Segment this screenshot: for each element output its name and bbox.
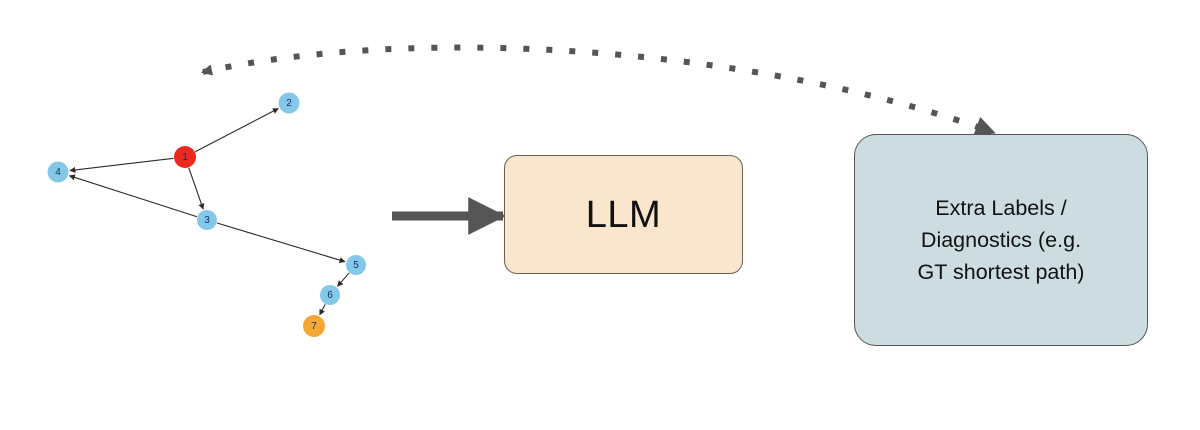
graph-edge-1-4 [69, 157, 174, 173]
graph-edge-1-2 [194, 108, 279, 153]
graph-node-1[interactable] [174, 146, 196, 168]
graph-node-7[interactable] [303, 315, 325, 337]
graph-edge-3-4 [68, 174, 198, 218]
llm-box-label: LLM [585, 193, 662, 236]
diagnostics-box-label: Extra Labels / Diagnostics (e.g. GT shor… [917, 196, 1085, 284]
graph-node-2[interactable] [278, 92, 300, 114]
graph-edge-5-6 [337, 272, 350, 287]
graph-edge-3-5 [216, 222, 346, 263]
feedback-dotted-arrow [200, 44, 996, 137]
graph-edge-6-7 [319, 304, 326, 316]
diagnostics-box[interactable]: Extra Labels / Diagnostics (e.g. GT shor… [854, 134, 1148, 346]
graph-edge-1-3 [188, 167, 205, 210]
graph-node-5[interactable] [346, 255, 366, 275]
graph-node-6[interactable] [320, 285, 340, 305]
graph-node-4[interactable] [47, 161, 69, 183]
graph-node-3[interactable] [197, 210, 217, 230]
llm-box[interactable]: LLM [504, 155, 743, 274]
